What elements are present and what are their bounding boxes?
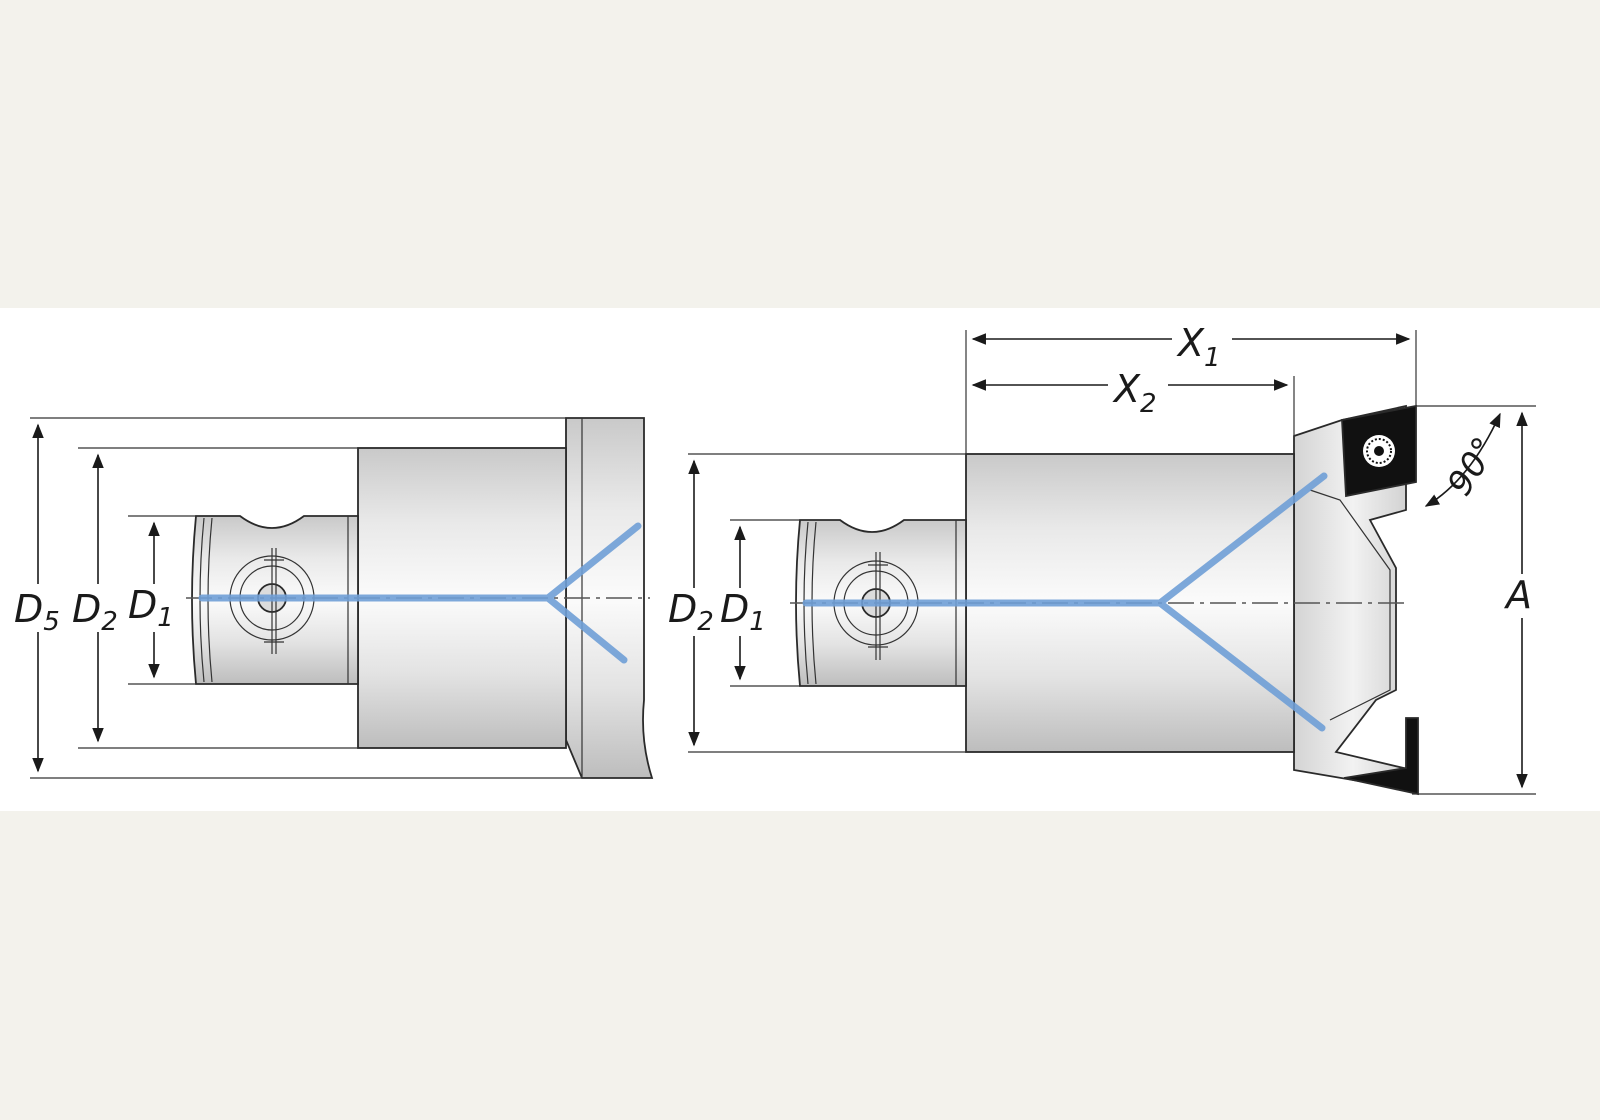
- svg-text:X1: X1: [1176, 321, 1221, 373]
- svg-text:D2: D2: [668, 587, 714, 637]
- label-d1-sub: 1: [157, 603, 174, 633]
- left-tool: D5 D2 D1: [12, 417, 654, 779]
- label-d1: D: [128, 583, 157, 627]
- label-right-d2-sub: 2: [697, 607, 714, 637]
- label-d5-sub: 5: [43, 607, 60, 637]
- label-d2-sub: 2: [101, 607, 118, 637]
- label-a: A: [1503, 573, 1532, 617]
- label-d5: D: [14, 587, 43, 631]
- svg-text:D1: D1: [128, 583, 174, 633]
- label-d2: D: [72, 587, 101, 631]
- label-right-d1: D: [720, 587, 749, 631]
- label-x2-sub: 2: [1140, 389, 1157, 419]
- label-x1: X: [1176, 321, 1205, 365]
- svg-text:D2: D2: [72, 587, 118, 637]
- label-right-d2: D: [668, 587, 697, 631]
- left-coolant-channel: [198, 522, 642, 664]
- right-coolant-channel: [802, 472, 1328, 732]
- svg-text:X2: X2: [1112, 367, 1157, 419]
- cutting-insert: [1341, 404, 1419, 796]
- label-x1-sub: 1: [1204, 343, 1221, 373]
- label-right-d1-sub: 1: [749, 607, 766, 637]
- svg-text:D1: D1: [720, 587, 766, 637]
- dim-angle-arc: [1424, 412, 1501, 507]
- svg-text:D5: D5: [14, 587, 60, 637]
- label-x2: X: [1112, 367, 1141, 411]
